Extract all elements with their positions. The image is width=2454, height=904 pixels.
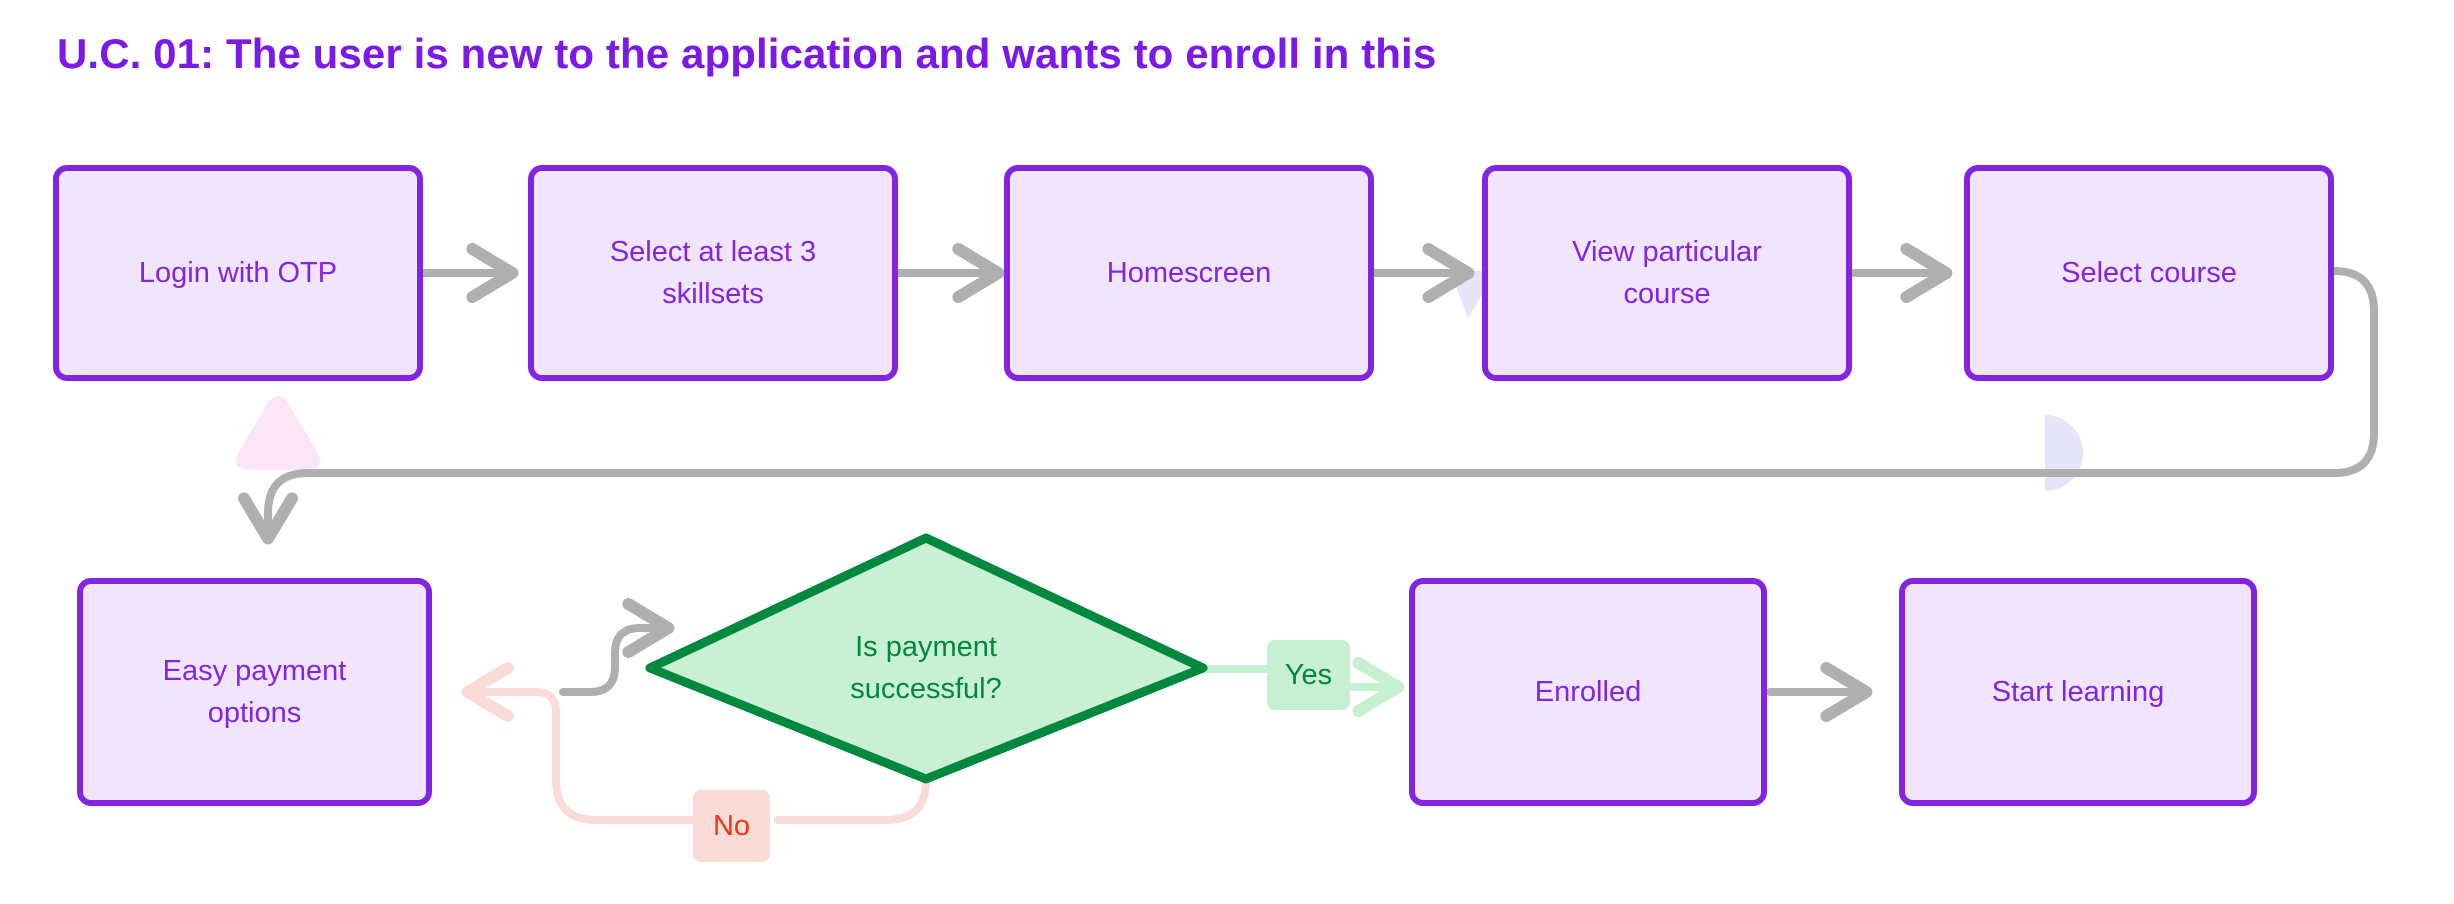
node-decision-line1: Is payment [855, 630, 997, 663]
page-title: U.C. 01: The user is new to the applicat… [57, 30, 1437, 77]
edge-label-no: No [693, 790, 770, 862]
ghost-sliver-icon [720, 644, 760, 701]
edge-payment-to-decision [559, 598, 675, 696]
ghost-triangle-icon [236, 396, 320, 470]
node-login-label: Login with OTP [138, 256, 338, 289]
node-homescreen-label: Homescreen [1106, 256, 1272, 289]
edge-label-no-text: No [712, 809, 751, 842]
edge-label-yes-text: Yes [1284, 658, 1333, 691]
node-decision-label-group: Is payment successful? [746, 620, 1106, 716]
edge-decision-no-seg1 [774, 776, 930, 824]
node-homescreen[interactable]: Homescreen [1004, 165, 1374, 381]
node-enrolled[interactable]: Enrolled [1409, 578, 1767, 806]
node-decision-line2: successful? [850, 673, 1002, 705]
edge-label-yes: Yes [1267, 640, 1350, 710]
decision-diamond[interactable] [645, 533, 1208, 784]
node-login[interactable]: Login with OTP [53, 165, 423, 381]
ghost-semicircle-icon [2045, 415, 2083, 491]
node-enrolled-label: Enrolled [1534, 675, 1642, 708]
node-selectcourse-label: Select course [2061, 256, 2237, 289]
node-selectcourse[interactable]: Select course [1964, 165, 2334, 381]
node-startlearning-label: Start learning [1991, 675, 2165, 708]
node-startlearning[interactable]: Start learning [1899, 578, 2257, 806]
